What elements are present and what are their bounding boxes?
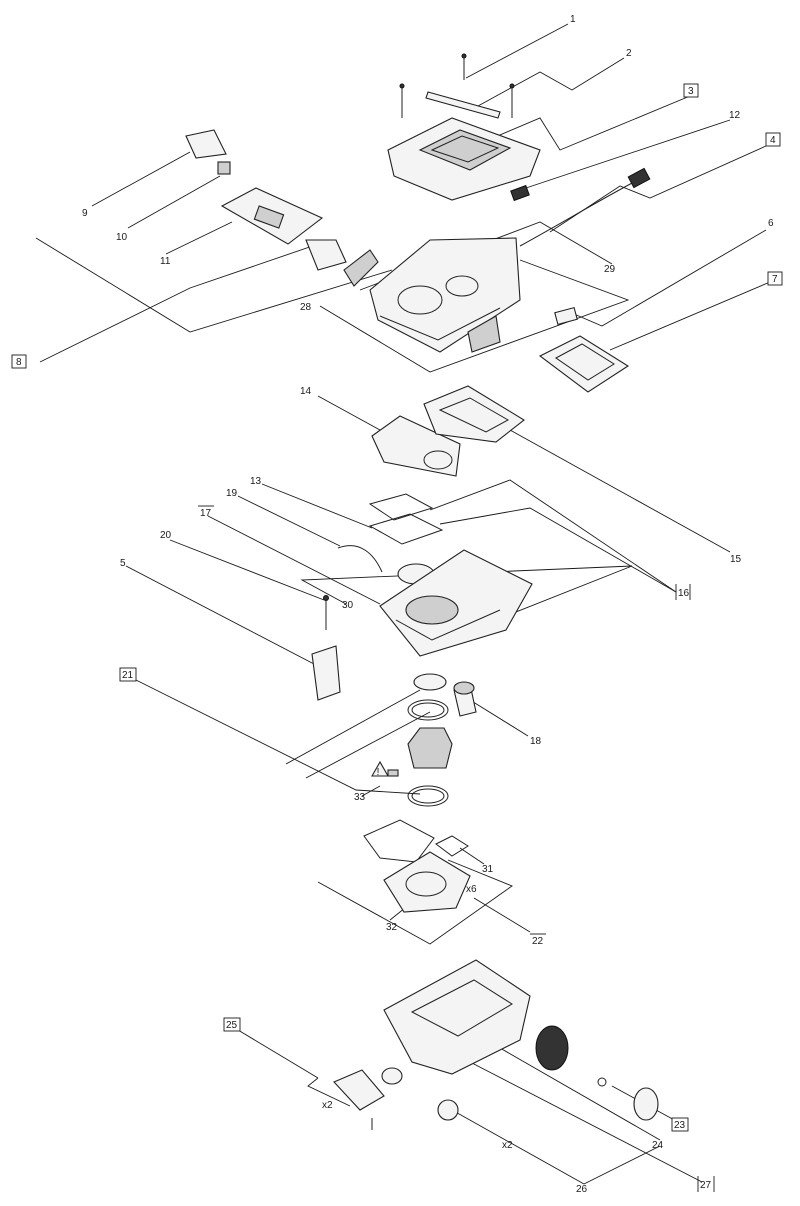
label-25: 25 <box>226 1020 238 1031</box>
label-14: 14 <box>300 386 312 397</box>
part-cord-12 <box>519 167 651 247</box>
label-28: 28 <box>300 302 312 313</box>
label-29: 29 <box>604 264 616 275</box>
label-19: 19 <box>226 488 238 499</box>
quantity-x6: x6 <box>466 884 477 895</box>
part-screws-1 <box>399 53 515 118</box>
label-17: 17 <box>200 508 212 519</box>
part-19-cable <box>337 545 383 573</box>
part-20 <box>323 595 329 630</box>
part-filter-frame-7 <box>538 335 630 393</box>
part-base-seal-32 <box>363 819 435 863</box>
label-33: 33 <box>354 792 366 803</box>
part-filter-base-22 <box>383 851 471 913</box>
label-11: 11 <box>160 256 171 267</box>
quantity-x2-castors: x2 <box>502 1140 513 1151</box>
part-labels: 1 2 3 12 4 9 10 11 6 29 7 28 8 14 13 19 … <box>11 14 783 1195</box>
label-18: 18 <box>530 736 542 747</box>
part-motor-assembly-21 <box>407 673 453 807</box>
part-top-lid <box>387 117 541 201</box>
label-27: 27 <box>700 1180 712 1191</box>
quantity-x2-feet: x2 <box>322 1100 333 1111</box>
label-31: 31 <box>482 864 494 875</box>
label-4: 4 <box>770 135 776 146</box>
part-brush-18 <box>453 681 477 717</box>
part-6 <box>554 306 578 326</box>
label-5: 5 <box>120 558 126 569</box>
part-handle-bar-2 <box>425 91 501 119</box>
label-20: 20 <box>160 530 172 541</box>
label-6: 6 <box>768 218 774 229</box>
label-16: 16 <box>678 588 690 599</box>
part-14 <box>371 415 461 477</box>
part-castor <box>381 1067 459 1121</box>
label-10: 10 <box>116 232 128 243</box>
label-9: 9 <box>82 208 88 219</box>
part-foot-25 <box>333 1069 385 1130</box>
part-control-panel-8 <box>185 129 347 271</box>
label-32: 32 <box>386 922 398 933</box>
label-22: 22 <box>532 936 544 947</box>
part-warning-33: ! <box>371 760 399 778</box>
label-7: 7 <box>772 274 778 285</box>
label-1: 1 <box>570 14 576 25</box>
label-13: 13 <box>250 476 262 487</box>
leader-lines <box>35 23 771 1185</box>
part-wheel-23 <box>535 1025 659 1121</box>
part-3 <box>510 184 530 202</box>
label-2: 2 <box>626 48 632 59</box>
label-30: 30 <box>342 600 354 611</box>
part-15 <box>423 385 525 443</box>
part-5 <box>311 645 341 701</box>
label-15: 15 <box>730 554 742 565</box>
label-12: 12 <box>729 110 741 121</box>
label-26: 26 <box>576 1184 588 1195</box>
label-8: 8 <box>16 357 22 368</box>
part-tank <box>383 959 531 1075</box>
part-grille-29 <box>467 315 501 353</box>
label-3: 3 <box>688 86 694 97</box>
svg-text:!: ! <box>377 767 380 778</box>
part-grille-28 <box>343 249 379 287</box>
part-gasket-31 <box>435 835 469 857</box>
label-23: 23 <box>674 1120 686 1131</box>
label-24: 24 <box>652 1140 664 1151</box>
part-motor-housing-17 <box>379 549 533 657</box>
part-gasket-16 <box>368 493 444 545</box>
label-21: 21 <box>122 670 134 681</box>
